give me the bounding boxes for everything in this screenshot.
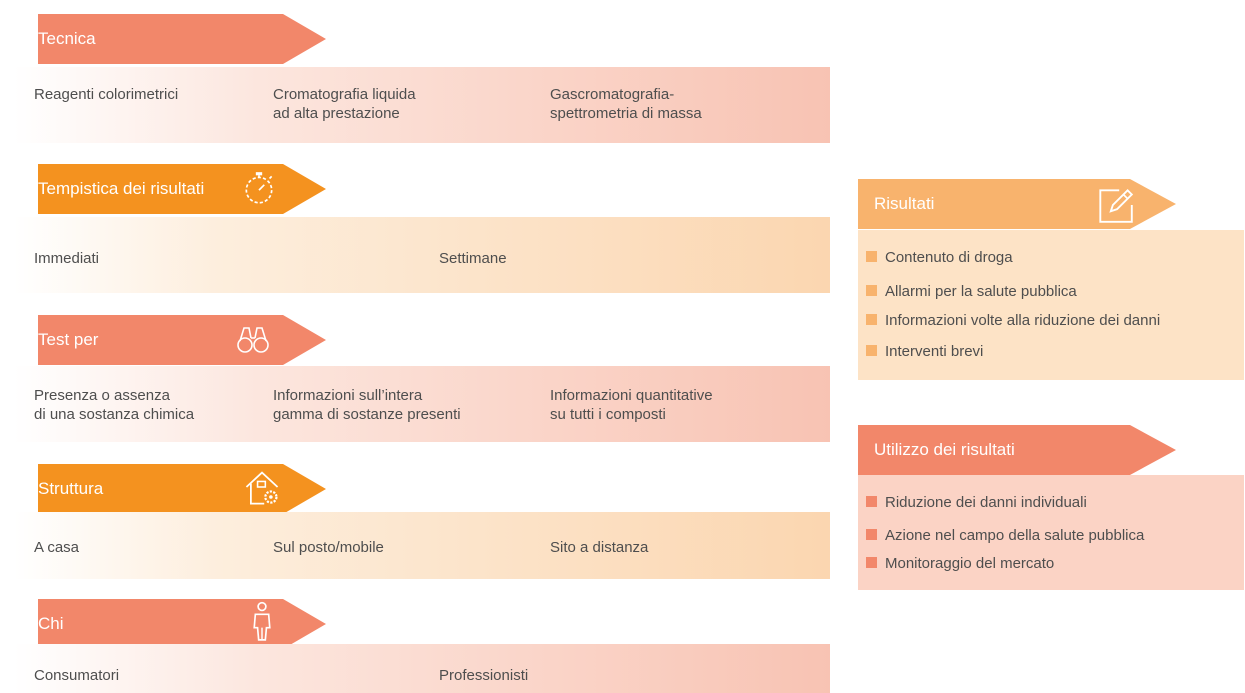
usage-title: Utilizzo dei risultati: [874, 440, 1015, 459]
tempistica-cell-1: Immediati: [34, 250, 100, 267]
struttura-cell-2: Sul posto/mobile: [273, 539, 384, 556]
binoculars-icon: [237, 327, 269, 353]
tecnica-arrow: Tecnica: [38, 14, 326, 64]
house-gear-icon: [245, 471, 279, 505]
bullet-square-icon: [866, 496, 877, 507]
bullet-square-icon: [866, 557, 877, 568]
results-item: Allarmi per la salute pubblica: [866, 283, 1077, 300]
test-per-cell-2: Informazioni sull’intera gamma di sostan…: [273, 387, 461, 423]
tecnica-title: Tecnica: [38, 29, 96, 48]
test-per-arrow: Test per: [38, 315, 326, 365]
usage-item: Azione nel campo della salute pubblica: [866, 527, 1144, 544]
tecnica-cell-2: Cromatografia liquida ad alta prestazion…: [273, 86, 416, 122]
bullet-square-icon: [866, 345, 877, 356]
person-icon: [253, 601, 271, 641]
test-per-band: Presenza o assenza di una sostanza chimi…: [14, 366, 830, 442]
struttura-band: A casa Sul posto/mobile Sito a distanza: [14, 512, 830, 579]
bullet-square-icon: [866, 251, 877, 262]
results-panel: Contenuto di droga Allarmi per la salute…: [858, 230, 1244, 380]
results-item: Informazioni volte alla riduzione dei da…: [866, 312, 1160, 329]
tempistica-title: Tempistica dei risultati: [38, 179, 205, 198]
tempistica-arrow: Tempistica dei risultati: [38, 164, 326, 214]
results-title: Risultati: [874, 194, 935, 213]
bullet-square-icon: [866, 285, 877, 296]
test-per-title: Test per: [38, 330, 99, 349]
chi-arrow: Chi: [38, 599, 326, 649]
bullet-square-icon: [866, 529, 877, 540]
tecnica-band: Reagenti colorimetrici Cromatografia liq…: [14, 67, 830, 143]
test-per-cell-1: Presenza o assenza di una sostanza chimi…: [34, 387, 195, 423]
test-per-cell-3: Informazioni quantitative su tutti i com…: [550, 387, 713, 423]
chi-title: Chi: [38, 614, 64, 633]
results-arrow: Risultati: [858, 179, 1176, 229]
usage-panel: Riduzione dei danni individuali Azione n…: [858, 475, 1244, 590]
chi-cell-1: Consumatori: [34, 667, 120, 684]
tecnica-cell-3: Gascromatografia- spettrometria di massa: [550, 86, 702, 122]
struttura-cell-3: Sito a distanza: [550, 539, 649, 556]
stopwatch-icon: [245, 172, 273, 204]
struttura-arrow: Struttura: [38, 464, 326, 514]
usage-item: Riduzione dei danni individuali: [866, 494, 1087, 511]
struttura-cell-1: A casa: [34, 539, 80, 556]
usage-item: Monitoraggio del mercato: [866, 555, 1054, 572]
tempistica-band: Immediati Settimane: [14, 217, 830, 293]
tempistica-cell-2: Settimane: [439, 250, 507, 267]
results-item: Contenuto di droga: [866, 249, 1013, 266]
usage-arrow: Utilizzo dei risultati: [858, 425, 1176, 475]
tecnica-cell-1: Reagenti colorimetrici: [34, 86, 179, 103]
results-item: Interventi brevi: [866, 343, 983, 360]
chi-cell-2: Professionisti: [439, 667, 529, 684]
bullet-square-icon: [866, 314, 877, 325]
edit-note-icon: [1099, 188, 1134, 223]
struttura-title: Struttura: [38, 479, 104, 498]
chi-band: Consumatori Professionisti: [14, 644, 830, 693]
